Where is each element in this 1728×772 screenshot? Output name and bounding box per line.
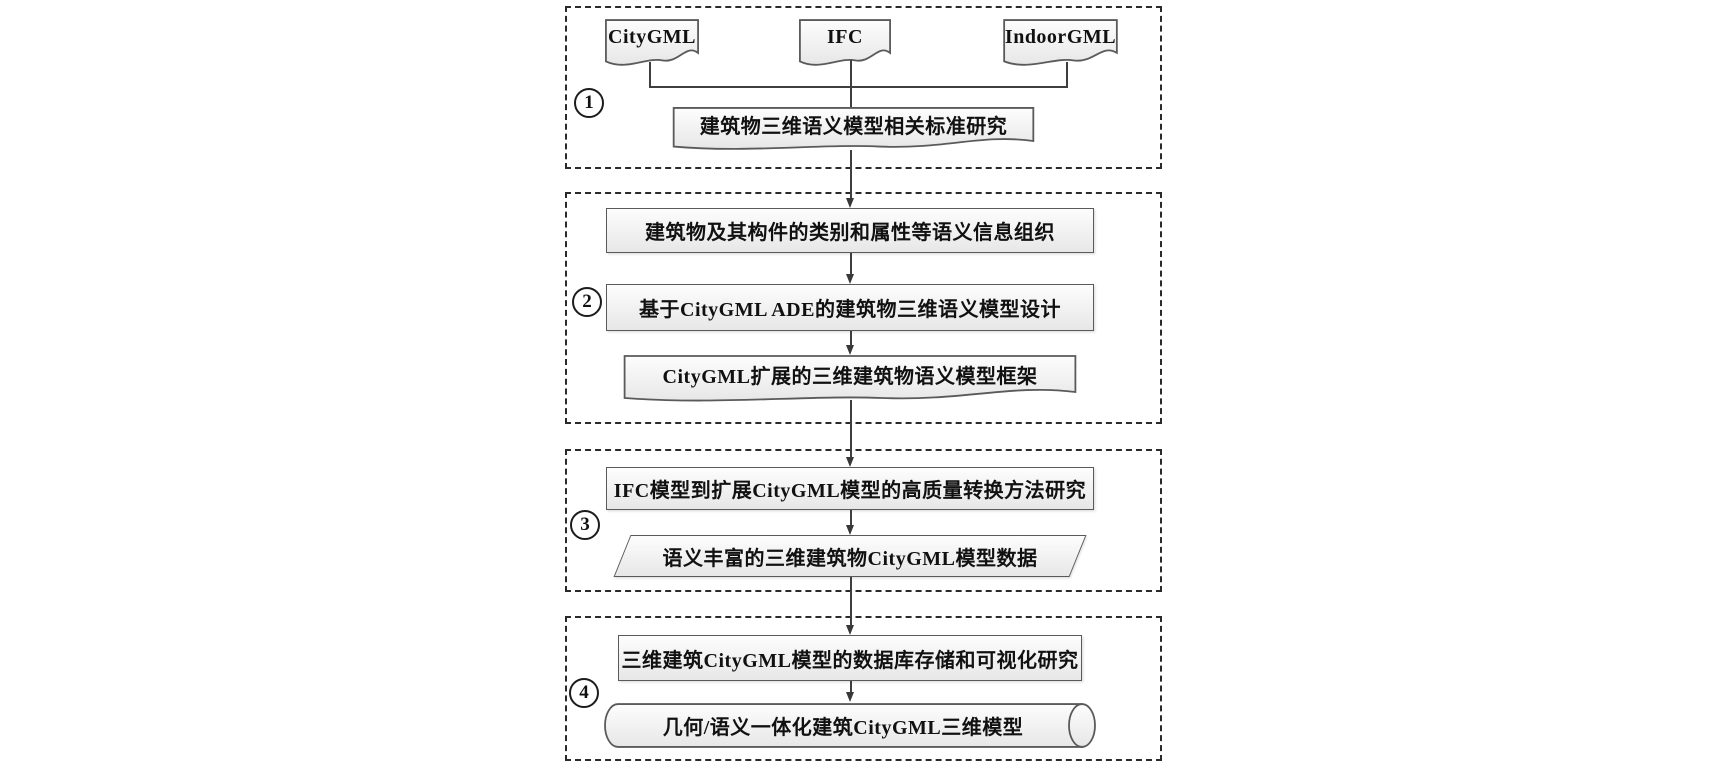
flow-arrow-3-head	[846, 345, 854, 355]
phase-4-number-label: 4	[579, 682, 589, 703]
flow-arrow-4-line	[850, 400, 852, 458]
phase-4-frame	[565, 616, 1162, 761]
doc-indoorgml: IndoorGML	[1003, 19, 1118, 72]
flow-arrow-5-head	[846, 525, 854, 535]
data-semantic-rich-citygml-model: 语义丰富的三维建筑物CityGML模型数据	[613, 535, 1087, 577]
flow-arrow-1-head	[846, 198, 854, 208]
doc-citygml: CityGML	[605, 19, 699, 72]
phase-3-number-label: 3	[580, 514, 590, 535]
data-semantic-rich-citygml-model-label: 语义丰富的三维建筑物CityGML模型数据	[662, 547, 1038, 570]
phase-1-frame	[565, 6, 1162, 169]
phase-2-number: 2	[572, 287, 602, 317]
doc-indoorgml-label: IndoorGML	[1004, 26, 1117, 48]
step-ade-model-design: 基于CityGML ADE的建筑物三维语义模型设计	[606, 284, 1094, 331]
flow-arrow-5-line	[850, 510, 852, 526]
doc-standards-research-label: 建筑物三维语义模型相关标准研究	[699, 115, 1008, 138]
phase-2-frame	[565, 192, 1162, 424]
connector-indoorgml-line	[1066, 62, 1068, 88]
step-storage-visualization-research: 三维建筑CityGML模型的数据库存储和可视化研究	[618, 635, 1082, 681]
doc-semantic-model-framework-label: CityGML扩展的三维建筑物语义模型框架	[662, 365, 1038, 388]
flow-arrow-6-line	[850, 577, 852, 626]
flow-arrow-3-line	[850, 331, 852, 346]
connector-merge-line	[649, 86, 1068, 88]
doc-standards-research: 建筑物三维语义模型相关标准研究	[670, 107, 1037, 153]
step-semantic-info-organization-label: 建筑物及其构件的类别和属性等语义信息组织	[645, 222, 1055, 244]
step-ifc-conversion-research: IFC模型到扩展CityGML模型的高质量转换方法研究	[606, 467, 1094, 510]
phase-3-frame	[565, 449, 1162, 592]
db-integrated-citygml-model: 几何/语义一体化建筑CityGML三维模型	[604, 702, 1096, 749]
flow-arrow-4-head	[846, 457, 854, 467]
phase-1-number-label: 1	[584, 92, 594, 113]
flow-arrow-1-line	[850, 150, 852, 199]
phase-4-number: 4	[569, 678, 599, 708]
flow-arrow-2-line	[850, 253, 852, 275]
flow-arrow-6-head	[846, 625, 854, 635]
phase-3-number: 3	[570, 510, 600, 540]
phase-2-number-label: 2	[582, 291, 592, 312]
phase-1-number: 1	[574, 88, 604, 118]
flow-arrow-2-head	[846, 274, 854, 284]
step-ifc-conversion-research-label: IFC模型到扩展CityGML模型的高质量转换方法研究	[613, 480, 1087, 502]
flow-arrow-7-head	[846, 692, 854, 702]
doc-semantic-model-framework: CityGML扩展的三维建筑物语义模型框架	[620, 355, 1080, 405]
step-ade-model-design-label: 基于CityGML ADE的建筑物三维语义模型设计	[639, 299, 1061, 321]
connector-citygml-line	[649, 62, 651, 88]
doc-citygml-label: CityGML	[608, 26, 696, 48]
doc-ifc: IFC	[799, 19, 891, 72]
doc-ifc-label: IFC	[827, 26, 863, 48]
db-integrated-citygml-model-label: 几何/语义一体化建筑CityGML三维模型	[662, 717, 1024, 739]
step-storage-visualization-research-label: 三维建筑CityGML模型的数据库存储和可视化研究	[621, 649, 1079, 672]
connector-ifc-line	[850, 60, 852, 108]
step-semantic-info-organization: 建筑物及其构件的类别和属性等语义信息组织	[606, 208, 1094, 253]
flow-arrow-7-line	[850, 681, 852, 693]
